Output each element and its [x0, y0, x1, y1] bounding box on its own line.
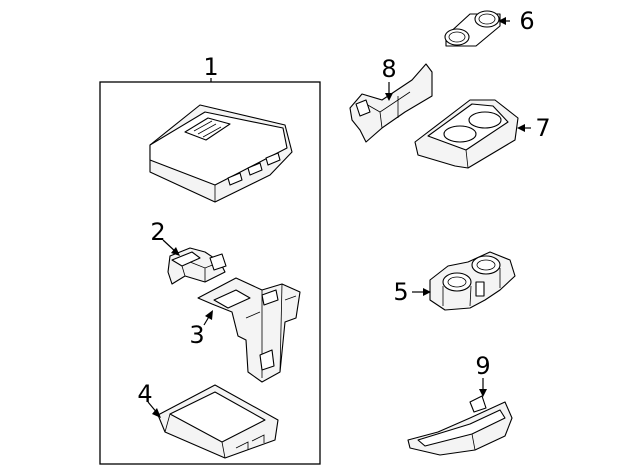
- callout-7: 7: [535, 114, 550, 142]
- callout-6-arrow: [498, 17, 506, 25]
- callout-2: 2: [150, 218, 165, 246]
- mounting-bracket-part: [349, 63, 433, 143]
- callout-3: 3: [189, 321, 204, 349]
- console-lid-part: [149, 104, 293, 203]
- trim-bezel-part: [407, 395, 513, 456]
- cupholder-bezel-part: [414, 99, 519, 169]
- cupholder-insert-part: [429, 251, 516, 311]
- ring-gasket-part: [444, 10, 501, 47]
- callout-8-arrow: [385, 93, 393, 101]
- callout-5: 5: [393, 278, 408, 306]
- callout-9-arrow: [479, 389, 487, 397]
- callout-2-arrow: [171, 247, 180, 256]
- callout-4-arrow: [152, 408, 161, 418]
- callout-5-arrow: [423, 288, 431, 296]
- callout-4: 4: [137, 380, 152, 408]
- callout-9: 9: [475, 352, 490, 380]
- support-bracket-part: [197, 277, 301, 383]
- callout-1: 1: [203, 53, 218, 81]
- callout-6: 6: [519, 7, 534, 35]
- callout-3-arrow: [205, 310, 213, 320]
- callout-8: 8: [381, 55, 396, 83]
- bracket-clip-part: [167, 247, 227, 285]
- bottom-tray-part: [157, 384, 279, 459]
- callout-7-arrow: [517, 124, 525, 132]
